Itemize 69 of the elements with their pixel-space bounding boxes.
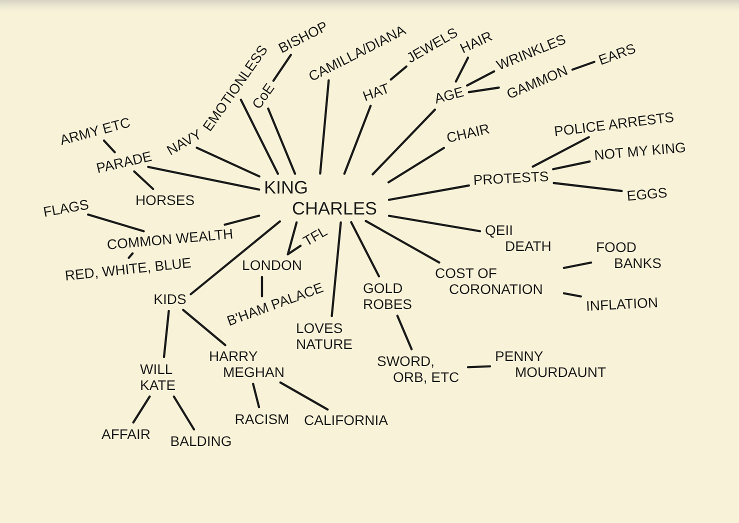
connector-line (387, 146, 445, 184)
connector-line (147, 166, 260, 191)
topic-label: FLAGS (40, 194, 92, 222)
connector-line (182, 308, 226, 346)
connector-line (267, 108, 296, 175)
connector-line (240, 98, 279, 175)
topic-label: LONDON (240, 256, 304, 274)
connector-line (190, 220, 281, 296)
topic-label: COST OF CORONATION (433, 264, 561, 298)
connector-line (390, 65, 408, 81)
topic-label: HAT (358, 78, 394, 106)
connector-line (133, 170, 154, 190)
connector-line (279, 381, 329, 411)
connector-line (571, 60, 596, 71)
connector-line (330, 221, 342, 318)
connector-line (364, 220, 440, 264)
connector-line (319, 79, 330, 175)
topic-label: SWORD, ORB, ETC (375, 352, 465, 386)
connector-line (388, 184, 470, 201)
connector-line (224, 214, 260, 226)
topic-label: KIDS (152, 290, 188, 308)
topic-label: RED, WHITE, BLUE (62, 253, 194, 285)
connector-line (532, 136, 590, 168)
connector-line (343, 104, 372, 175)
connector-line (396, 314, 413, 350)
topic-label: CHAIR (442, 118, 494, 148)
connector-line (87, 214, 145, 232)
connector-line (196, 146, 260, 178)
topic-label: LOVES NATURE (294, 318, 358, 354)
connector-line (287, 221, 298, 254)
connector-line (466, 365, 492, 368)
topic-label: EGGS (624, 183, 670, 205)
connector-line (128, 252, 134, 259)
connector-line (562, 292, 582, 298)
topic-label: CALIFORNIA (302, 410, 390, 430)
topic-label: QEII DEATH (483, 220, 557, 256)
connector-line (132, 395, 151, 424)
topic-label: WILL KATE (138, 360, 186, 394)
topic-label: EARS (594, 38, 640, 70)
central-topic-label: KING CHARLES (262, 176, 386, 220)
connector-line (286, 244, 302, 256)
topic-label: RACISM (232, 410, 292, 428)
connector-line (562, 262, 592, 269)
topic-label: HARRY MEGHAN (207, 346, 289, 382)
topic-label: BALDING (168, 432, 234, 450)
topic-label: COMMON WEALTH (104, 224, 236, 254)
topic-label: INFLATION (584, 292, 660, 316)
connector-line (468, 86, 500, 94)
topic-label: FOOD BANKS (594, 238, 666, 272)
topic-label: PENNY MOURDAUNT (493, 346, 609, 382)
connector-line (466, 70, 496, 87)
topic-label: GOLD ROBES (361, 278, 417, 314)
connector-line (172, 396, 196, 430)
connector-line (102, 140, 116, 154)
connector-line (388, 214, 482, 232)
topic-label: PROTESTS (470, 166, 552, 190)
connector-line (372, 108, 436, 176)
connector-line (350, 221, 380, 278)
topic-label: AFFAIR (100, 424, 152, 444)
topic-label: HORSES (133, 190, 197, 210)
connector-line (454, 56, 470, 83)
topic-label: AGE (430, 82, 468, 108)
topic-label: TFL (298, 220, 332, 252)
connector-line (162, 310, 170, 358)
connector-line (552, 160, 591, 170)
connector-line (552, 182, 623, 192)
connector-line (252, 382, 260, 408)
connector-line (260, 276, 264, 298)
connector-line (272, 54, 292, 82)
